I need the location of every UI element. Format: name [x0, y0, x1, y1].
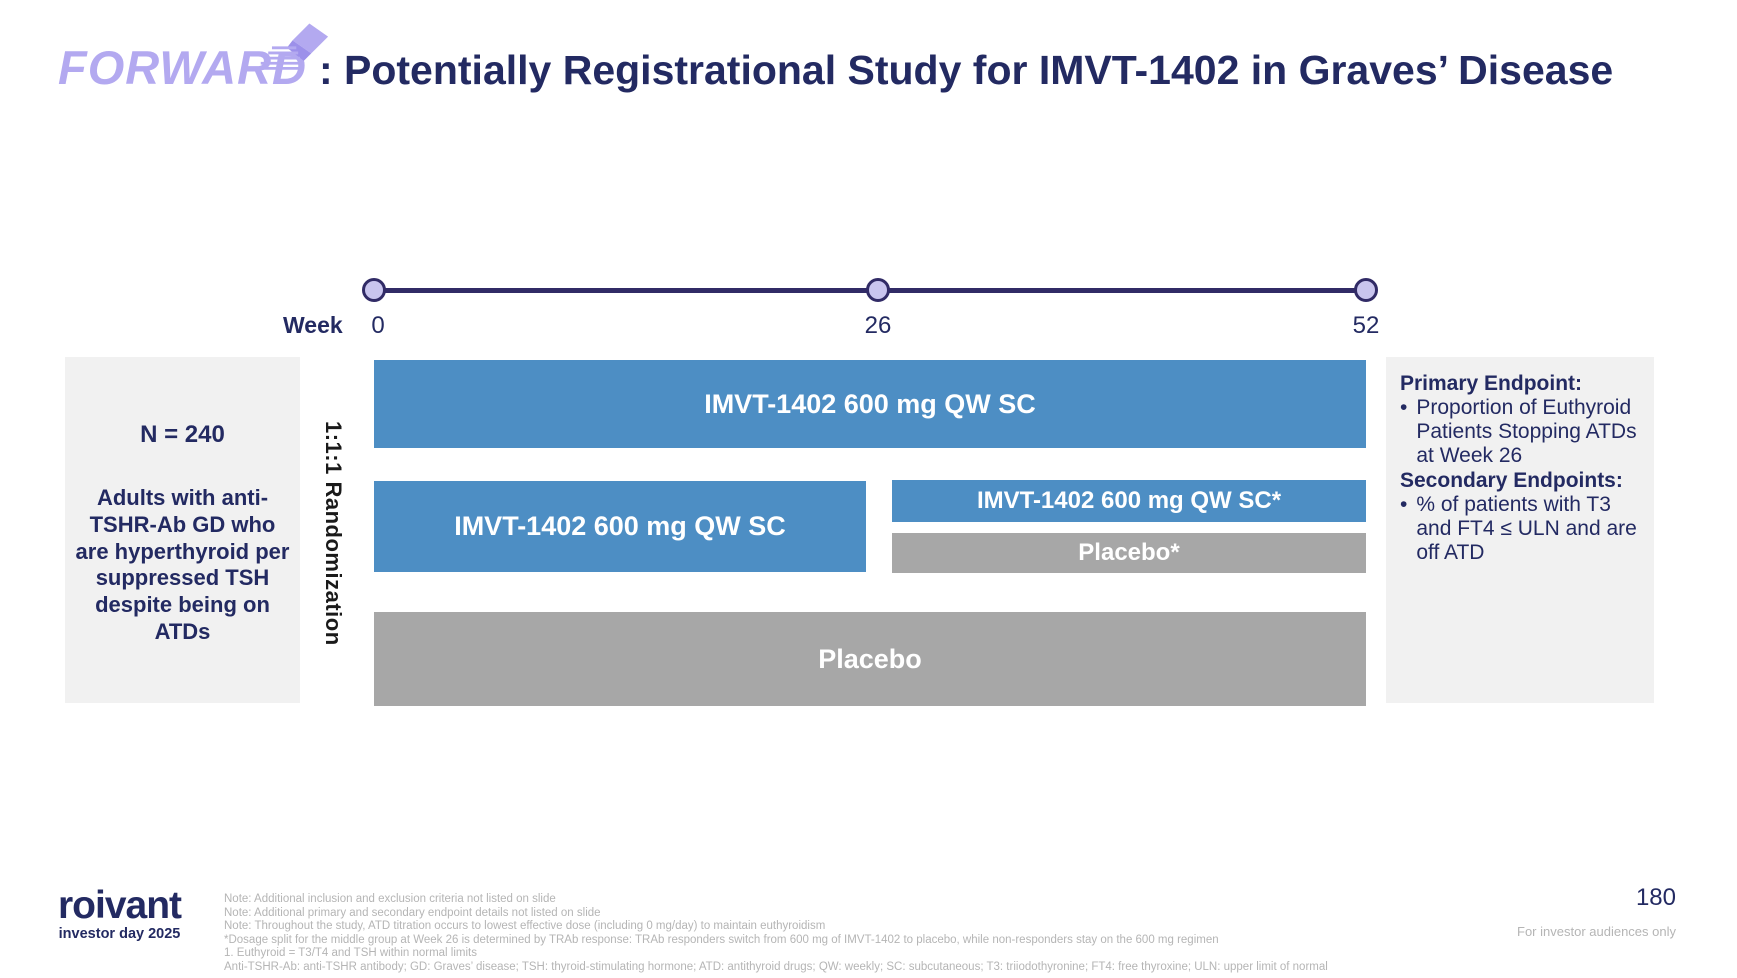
- footnote-line: *Dosage split for the middle group at We…: [224, 933, 1219, 946]
- endpoints-box: Primary Endpoint: • Proportion of Euthyr…: [1386, 357, 1654, 703]
- footnote-line: Anti-TSHR-Ab: anti-TSHR antibody; GD: Gr…: [224, 960, 1328, 973]
- secondary-endpoint-item: • % of patients with T3 and FT4 ≤ ULN an…: [1400, 493, 1642, 565]
- tick-week-0: 0: [371, 312, 385, 339]
- slide-header: FORWARD : Potentially Registrational Stu…: [58, 23, 1614, 93]
- arm-imvt-first-period-bar: IMVT-1402 600 mg QW SC: [374, 481, 866, 572]
- bullet-glyph: •: [1400, 396, 1408, 420]
- timeline-dot-week-0: [362, 278, 386, 302]
- randomization-label: 1:1:1 Randomization: [321, 420, 346, 646]
- week-axis-label: Week: [283, 312, 343, 338]
- page-title: : Potentially Registrational Study for I…: [318, 47, 1614, 93]
- population-box: N = 240 Adults with anti-TSHR-Ab GD who …: [65, 357, 300, 703]
- forward-arrow-icon: [256, 23, 329, 70]
- footnote-line: Note: Additional inclusion and exclusion…: [224, 893, 556, 905]
- tick-week-52: 52: [1352, 312, 1380, 339]
- timeline-dot-week-26: [866, 278, 890, 302]
- primary-endpoint-heading: Primary Endpoint:: [1400, 372, 1583, 395]
- primary-endpoint-text: Proportion of Euthyroid Patients Stoppin…: [1416, 396, 1637, 468]
- arm-placebo-switch-bar: Placebo*: [892, 533, 1366, 573]
- footnote-line: Note: Throughout the study, ATD titratio…: [224, 920, 826, 933]
- roivant-logo-subtext: investor day 2025: [58, 926, 181, 943]
- secondary-endpoint-text: % of patients with T3 and FT4 ≤ ULN and …: [1416, 492, 1637, 564]
- audience-note: For investor audiences only: [1517, 924, 1676, 939]
- footnote-line: Note: Additional primary and secondary e…: [224, 906, 601, 919]
- forward-logo: FORWARD: [58, 23, 329, 91]
- tick-week-26: 26: [864, 312, 892, 339]
- footnote-line: 1. Euthyroid = T3/T4 and TSH within norm…: [224, 947, 477, 960]
- arm-placebo-full-bar: Placebo: [374, 612, 1366, 706]
- secondary-endpoint-heading: Secondary Endpoints:: [1400, 468, 1623, 492]
- study-arms: IMVT-1402 600 mg QW SC IMVT-1402 600 mg …: [374, 360, 1366, 706]
- roivant-logo: roivant investor day 2025: [58, 884, 182, 943]
- arm-imvt-responders-bar: IMVT-1402 600 mg QW SC*: [892, 480, 1366, 522]
- timeline-dot-week-52: [1354, 278, 1378, 302]
- page-number: 180: [1635, 884, 1676, 911]
- primary-endpoint-item: • Proportion of Euthyroid Patients Stopp…: [1400, 396, 1642, 468]
- arm-imvt-full-bar: IMVT-1402 600 mg QW SC: [374, 360, 1366, 448]
- population-description: Adults with anti-TSHR-Ab GD who are hype…: [75, 485, 290, 645]
- roivant-logo-text: roivant: [58, 884, 182, 927]
- footnotes: Note: Additional inclusion and exclusion…: [224, 893, 1328, 975]
- bullet-glyph: •: [1400, 492, 1408, 516]
- n-count: N = 240: [140, 421, 225, 448]
